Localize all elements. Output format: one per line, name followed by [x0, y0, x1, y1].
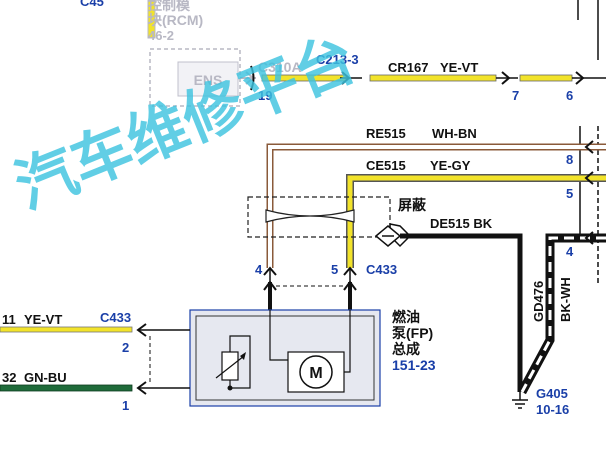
- ce515-color: YE-GY: [430, 158, 471, 173]
- pin-7: 7: [512, 88, 519, 103]
- ground-ref: 10-16: [536, 402, 569, 417]
- pin8-arrow-icon: [584, 140, 594, 154]
- left-pin-1: 1: [122, 398, 129, 413]
- pin-6: 6: [566, 88, 573, 103]
- c213-label: C213-3: [316, 52, 359, 67]
- c310a-connector-mark: [250, 65, 255, 91]
- de515-wire-line: [400, 233, 523, 392]
- gd476-wire: 4 GD476 BK-WH: [518, 231, 606, 395]
- ens-box: [177, 61, 239, 97]
- gd476-wire-outer: [518, 233, 606, 395]
- de515-wire: DE515 BK: [400, 216, 523, 392]
- pin-4-right: 4: [566, 244, 574, 259]
- shield-box: [247, 196, 391, 238]
- re515-color: WH-BN: [432, 126, 477, 141]
- ens-label: ENS: [194, 72, 223, 88]
- de515-label: DE515 BK: [430, 216, 493, 231]
- left-c433-label: C433: [100, 310, 131, 325]
- c433-pin-4: 4: [255, 262, 263, 277]
- motor-icon: [299, 355, 333, 389]
- module-label-line2: 块(RCM): [148, 12, 203, 28]
- pin-8: 8: [566, 152, 573, 167]
- gd476-label: GD476: [531, 281, 546, 322]
- shield-label: 屏蔽: [398, 197, 427, 213]
- level-sender-node: [227, 385, 233, 391]
- module-label-line1: 控制模: [148, 0, 191, 13]
- bkwh-label: BK-WH: [558, 277, 573, 322]
- re515-wire-inner: [268, 145, 606, 268]
- pump-name-line1: 燃油: [392, 309, 420, 325]
- left-wire1-color: YE-VT: [24, 312, 62, 327]
- ce515-wire: CE515 YE-GY 5: [346, 158, 606, 268]
- level-sender-icon: [221, 351, 239, 381]
- shield-twist-icon: [265, 209, 355, 223]
- pin4-right-arrow-icon: [584, 231, 594, 245]
- top-left-pin: C45: [80, 0, 104, 9]
- top-section: C45 控制模 块(RCM) 46-2 ENS C310A 19 C213-3 …: [80, 0, 606, 107]
- pump-ref: 151-23: [392, 357, 436, 373]
- left-green-wire: [0, 384, 133, 392]
- ce515-circuit: CE515: [366, 158, 406, 173]
- cr167-color: YE-VT: [440, 60, 478, 75]
- c433-connector: 4 5 C433: [255, 262, 397, 310]
- left-wire2-color: GN-BU: [24, 370, 67, 385]
- cr167-circuit: CR167: [388, 60, 428, 75]
- pump-name-line3: 总成: [392, 341, 420, 357]
- ce515-wire-inner: [347, 175, 606, 268]
- yellow-wire-top-2: [519, 74, 573, 82]
- ground-label: G405: [536, 386, 568, 401]
- c433-label: C433: [366, 262, 397, 277]
- level-sender-wiper: [215, 355, 245, 379]
- fuel-pump-assembly: M 燃油 泵(FP) 总成 151-23: [189, 309, 436, 407]
- ground-g405: G405 10-16: [512, 386, 569, 417]
- pump-wire-left: [269, 310, 288, 361]
- pump-name-line2: 泵(FP): [392, 325, 433, 341]
- pump-wire-right: [344, 310, 351, 373]
- left-pin-2: 2: [122, 340, 129, 355]
- left-c433-wires: 11 YE-VT 32 GN-BU C433 2 1: [0, 310, 190, 413]
- c433-pin-5: 5: [331, 262, 338, 277]
- module-ref: 46-2: [148, 28, 174, 43]
- pin-5-right: 5: [566, 186, 573, 201]
- pin7-arrow-icon: [501, 71, 511, 85]
- yellow-wire-cr167: [369, 74, 497, 82]
- left-yellow-wire: [0, 326, 133, 333]
- level-sender-arrow-icon: [240, 352, 246, 360]
- left-wire1-circuit: 11: [2, 312, 16, 327]
- pin-19: 19: [258, 88, 272, 103]
- left-wire2-circuit: 32: [2, 370, 16, 385]
- top-left-yellow-wire: [147, 0, 156, 39]
- re515-circuit: RE515: [366, 126, 406, 141]
- c310a-label: C310A: [258, 59, 302, 75]
- re515-wire: RE515 WH-BN 8: [266, 126, 606, 268]
- shield-group: 屏蔽: [247, 196, 427, 248]
- motor-label: M: [309, 365, 322, 382]
- pin5-right-arrow-icon: [584, 171, 594, 185]
